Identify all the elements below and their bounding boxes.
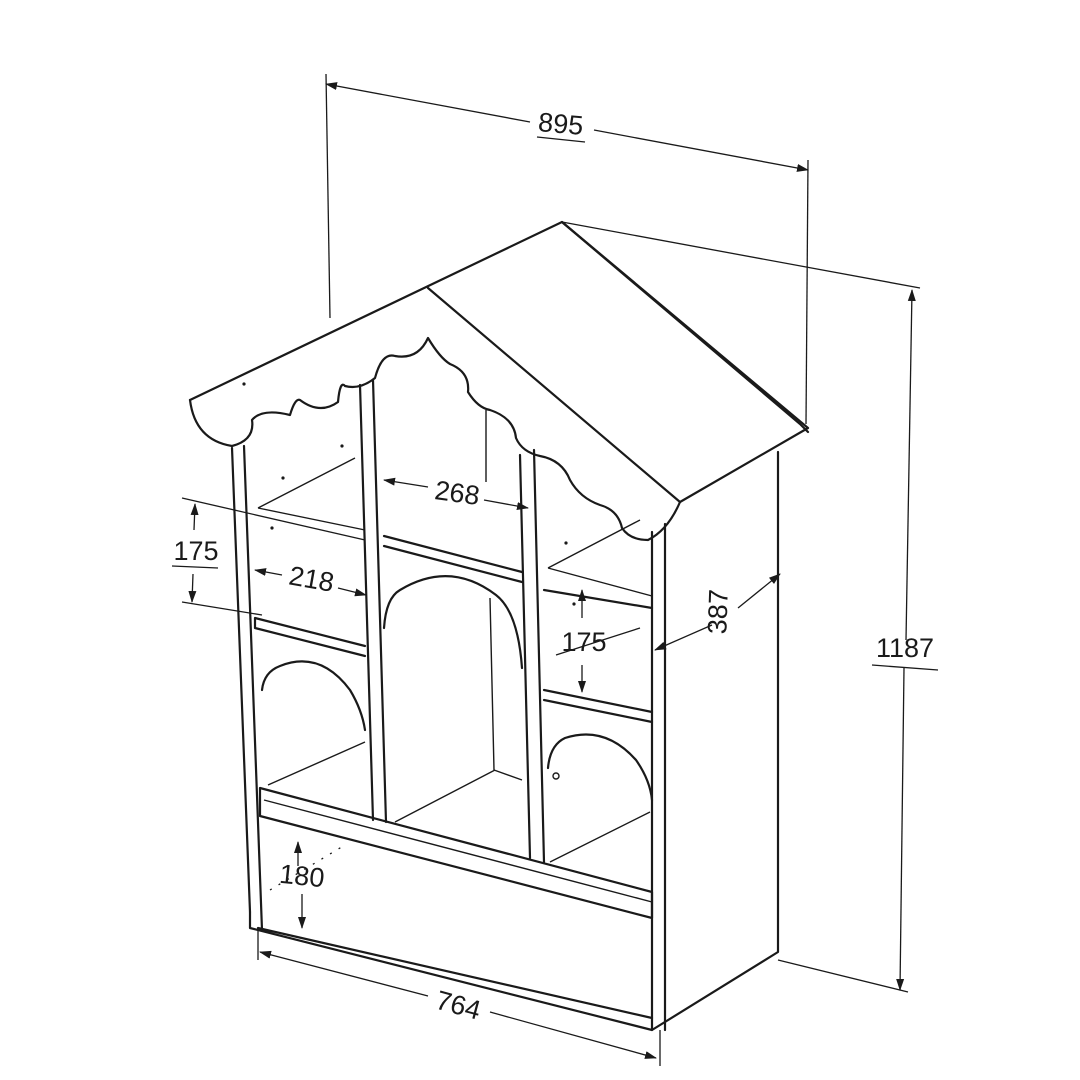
left-center-divider (358, 378, 388, 824)
dim-1187-upper (905, 289, 916, 641)
dim-268-right (483, 499, 529, 510)
label-total-width: 895 (537, 107, 585, 141)
hole (340, 444, 344, 448)
hole (564, 541, 568, 545)
roof-scalloped-valance (188, 336, 682, 542)
extension-line-right (805, 159, 809, 425)
roof (188, 220, 810, 542)
extension-175-bottom (181, 601, 263, 616)
label-total-height: 1187 (876, 633, 934, 663)
dim-268-left (383, 477, 429, 488)
left-arch (260, 660, 367, 732)
bottom-front-rail (258, 786, 654, 920)
extension-175-top (181, 497, 366, 541)
base-plinth (248, 910, 654, 1032)
dim-895-left (325, 82, 531, 123)
dim-387-lower (654, 624, 713, 651)
left-middle-shelf (253, 616, 367, 658)
dimension-labels: 895 1187 387 764 268 218 175 175 180 (173, 107, 934, 1025)
label-right-shelf-height: 175 (561, 627, 606, 657)
right-arch (546, 733, 654, 802)
extension-line-top (561, 221, 921, 289)
center-top-shelf (382, 534, 524, 584)
dim-175-right-leader (555, 627, 641, 656)
hole (270, 526, 274, 530)
label-left-width: 218 (287, 560, 337, 597)
back-panel-lines (257, 410, 653, 597)
mounting-holes (242, 382, 576, 606)
roof-left-slope (188, 220, 810, 504)
dim-387-upper (737, 573, 781, 609)
bottom-rail-inner (263, 799, 653, 903)
dim-175-left-underline (171, 565, 219, 569)
label-895-underline (536, 136, 586, 143)
hole (281, 476, 285, 480)
dim-895-right (593, 129, 809, 172)
extension-line-left (325, 73, 331, 319)
dim-218-left (254, 568, 283, 576)
label-center-width: 268 (433, 475, 482, 511)
floor-lines (267, 741, 651, 863)
dim-1187-underline (871, 664, 939, 671)
roof-right-edge (560, 220, 810, 434)
dim-764-right (489, 1011, 657, 1059)
dim-218-right (337, 587, 367, 597)
dim-175-left-lower (188, 573, 197, 603)
dimension-lines (171, 73, 939, 1066)
knob-hole (552, 772, 560, 780)
left-side-panel (230, 444, 264, 932)
dim-1187-lower (896, 667, 905, 991)
label-bottom-clearance: 180 (278, 859, 326, 894)
extension-line-bottom (777, 959, 909, 993)
right-middle-shelf (542, 688, 654, 724)
label-depth: 387 (702, 589, 734, 635)
right-center-divider (518, 448, 546, 864)
center-arch (382, 575, 524, 670)
center-back-lines (489, 597, 523, 781)
bookshelf-body (230, 378, 780, 1032)
dim-175-left-upper (190, 503, 199, 531)
roof-ridge (426, 286, 682, 504)
hole (572, 602, 576, 606)
right-upper-shelf (542, 588, 654, 610)
right-side-panel (650, 450, 780, 1032)
hole (242, 382, 246, 386)
dim-764-left (259, 950, 429, 997)
label-left-shelf-height: 175 (173, 536, 218, 566)
label-base-width: 764 (433, 985, 484, 1026)
